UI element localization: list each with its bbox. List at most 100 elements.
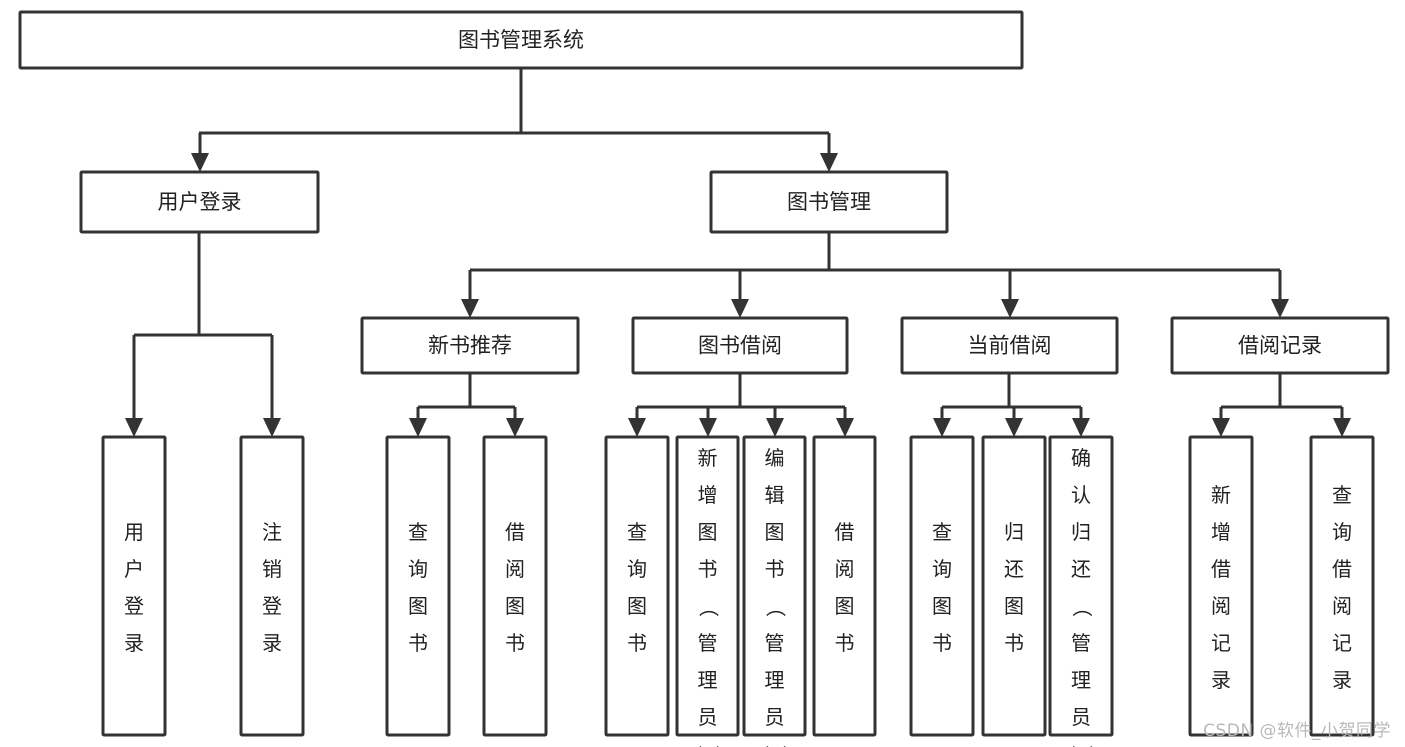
node-leaf-add-book-label-char: 书 [698,557,718,581]
node-root-system-label: 图书管理系统 [458,28,584,52]
node-leaf-edit-book-label-char: 编 [765,446,785,470]
node-book-borrow-box[interactable] [631,316,849,375]
node-new-book-rec-box[interactable] [360,316,580,375]
node-leaf-logout-box[interactable] [239,435,305,737]
node-leaf-logout-label-char: 注 [262,520,282,544]
node-leaf-confirm-return-label-char: 员 [1071,705,1091,729]
node-leaf-borrow-book-rec-box[interactable] [482,435,548,737]
node-current-borrow[interactable]: 当前借阅 [900,316,1119,375]
node-leaf-edit-book-label-char: ） [764,745,788,747]
node-leaf-query-record-box[interactable] [1309,435,1375,737]
bus-current-borrow-to-leaf-return-book-arrowhead [1005,418,1023,437]
node-book-manage[interactable]: 图书管理 [709,170,949,234]
node-leaf-query-book-borrow-label-char: 图 [627,594,647,618]
bus-book-borrow-to-leaf-edit-book-arrowhead [766,418,784,437]
node-borrow-record-box[interactable] [1170,316,1390,375]
node-book-manage-box[interactable] [709,170,949,234]
node-leaf-query-book-rec-label-char: 询 [408,557,428,581]
node-leaf-edit-book-label-char: 图 [765,520,785,544]
node-leaf-add-book-label-char: 增 [698,483,718,507]
node-leaf-edit-book-label-char: 书 [765,557,785,581]
node-leaf-query-book-cur-label-char: 询 [932,557,952,581]
node-book-manage-label: 图书管理 [787,190,871,214]
node-leaf-edit-book-label-char: 管 [765,631,785,655]
node-leaf-add-record-box[interactable] [1188,435,1254,737]
node-leaf-add-book-label-char: 理 [698,668,718,692]
node-leaf-query-book-borrow-label-char: 询 [627,557,647,581]
node-leaf-edit-book-label-char: （ [764,597,788,617]
bus-borrow-record-to-leaf-query-record-arrowhead [1333,418,1351,437]
node-leaf-user-login-box[interactable] [101,435,167,737]
node-leaf-borrow-book-rec-label-char: 书 [505,631,525,655]
bus-new-book-rec-to-leaf-query-book-rec-arrowhead [409,418,427,437]
node-new-book-rec[interactable]: 新书推荐 [360,316,580,375]
node-leaf-query-book-cur-label-char: 查 [932,520,952,544]
node-leaf-query-book-rec-label-char: 图 [408,594,428,618]
node-leaf-borrow-book-rec-label-char: 阅 [505,557,525,581]
bus-root-to-book-manage-arrowhead [820,153,838,172]
node-leaf-borrow-book-rec-label-char: 图 [505,594,525,618]
node-leaf-query-record-label-char: 查 [1332,483,1352,507]
node-current-borrow-box[interactable] [900,316,1119,375]
node-leaf-borrow-book-label-char: 借 [835,520,855,544]
node-leaf-query-book-borrow-box[interactable] [604,435,670,737]
node-leaf-edit-book-label-char: 辑 [765,483,785,507]
node-root-system[interactable]: 图书管理系统 [18,10,1024,70]
node-leaf-logout-label-char: 登 [262,594,282,618]
node-layer: 图书管理系统用户登录图书管理新书推荐图书借阅当前借阅借阅记录用户登录注销登录查询… [18,10,1390,747]
node-leaf-query-record-label-char: 借 [1332,557,1352,581]
bus-user-login-to-leaf-logout-arrowhead [263,418,281,437]
node-leaf-confirm-return-label-char: 还 [1071,557,1091,581]
node-leaf-query-book-rec-label-char: 书 [408,631,428,655]
node-leaf-user-login-label-char: 户 [124,557,144,581]
node-leaf-add-record-label-char: 阅 [1211,594,1231,618]
node-leaf-return-book-label-char: 归 [1004,520,1024,544]
node-leaf-query-book-borrow-label-char: 书 [627,631,647,655]
node-user-login-box[interactable] [79,170,320,234]
node-user-login[interactable]: 用户登录 [79,170,320,234]
node-leaf-user-login-label-char: 登 [124,594,144,618]
node-borrow-record[interactable]: 借阅记录 [1170,316,1390,375]
node-leaf-return-book-box[interactable] [981,435,1047,737]
node-leaf-add-book-label-char: （ [697,597,721,617]
bus-book-borrow-to-leaf-add-book-arrowhead [699,418,717,437]
bus-book-borrow-to-leaf-query-book-borrow-arrowhead [628,418,646,437]
node-leaf-user-login-label-char: 用 [124,520,144,544]
node-leaf-confirm-return-box[interactable] [1048,435,1114,737]
node-leaf-user-login-label-char: 录 [124,631,144,655]
node-leaf-add-record-label-char: 借 [1211,557,1231,581]
node-root-system-box[interactable] [18,10,1024,70]
node-leaf-query-book-cur-label-char: 书 [932,631,952,655]
node-leaf-borrow-book-label-char: 图 [835,594,855,618]
node-leaf-edit-book-box[interactable] [742,435,807,737]
bus-book-borrow-to-leaf-borrow-book-arrowhead [836,418,854,437]
node-leaf-confirm-return-label-char: ） [1070,745,1094,747]
node-leaf-borrow-book-label-char: 阅 [835,557,855,581]
node-leaf-add-record-label-char: 增 [1211,520,1231,544]
node-leaf-add-book-label-char: 图 [698,520,718,544]
node-book-borrow[interactable]: 图书借阅 [631,316,849,375]
node-leaf-return-book-label-char: 书 [1004,631,1024,655]
node-leaf-user-login[interactable]: 用户登录 [101,435,167,737]
node-leaf-query-book-rec-box[interactable] [385,435,451,737]
node-leaf-query-book-cur-box[interactable] [909,435,975,737]
node-leaf-edit-book-label-char: 员 [765,705,785,729]
node-leaf-edit-book-label-char: 理 [765,668,785,692]
node-leaf-add-book-box[interactable] [675,435,740,737]
node-leaf-borrow-book-box[interactable] [812,435,877,737]
node-leaf-confirm-return-label-char: 理 [1071,668,1091,692]
